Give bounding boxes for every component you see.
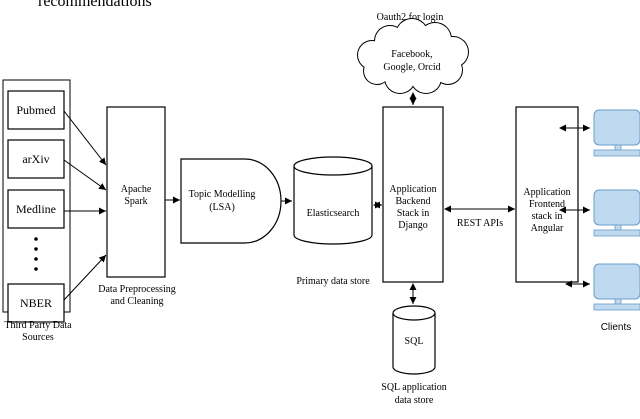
rest-label: REST APIs [457,218,503,229]
spark-label-line2: Spark [124,196,147,207]
frontend-line3: stack in [532,211,563,222]
frontend-line4: Angular [531,223,564,234]
source-arrows [63,110,107,301]
source-label-pubmed: Pubmed [16,103,55,117]
source-box-pubmed [7,90,65,130]
backend-line4: Django [398,220,427,231]
sources-caption-line1: Third Party Data [4,320,72,331]
spark-caption-line2: and Cleaning [110,296,163,307]
spark-box [106,106,166,278]
backend-line2: Backend [396,196,431,207]
elasticsearch-cylinder [293,156,373,245]
sql-label: SQL [405,336,424,347]
client-monitor-icon [593,109,640,157]
sql-caption-line2: data store [395,395,434,406]
client-monitor-icon [593,263,640,311]
frontend-line2: Frontend [529,199,565,210]
source-label-medline: Medline [16,202,56,216]
oauth-line1: Facebook, [391,49,432,60]
source-box-arxiv [7,139,65,179]
client-monitor-icon [593,189,640,237]
backend-line3: Stack in [397,208,430,219]
sources-caption-line2: Sources [22,332,54,343]
spark-label-line1: Apache [121,184,152,195]
backend-box [382,106,444,283]
ellipsis-dots [34,237,38,271]
topic-label-line2: (LSA) [209,202,235,213]
source-label-arxiv: arXiv [22,152,49,166]
frontend-line1: Application [523,187,570,198]
oauth-cloud [357,18,469,94]
clients-label: Clients [601,322,632,333]
client-arrows [559,124,590,288]
oauth-caption: Oauth2 for login [377,12,444,23]
sql-cylinder [392,305,436,375]
source-box-medline [7,189,65,229]
backend-line1: Application [389,184,436,195]
frontend-box [515,106,579,283]
topic-label-line1: Topic Modelling [189,189,256,200]
spark-caption-line1: Data Preprocessing [98,284,175,295]
sql-caption-line1: SQL application [381,382,446,393]
topic-modelling-shape [180,158,282,244]
elasticsearch-caption: Primary data store [296,276,370,287]
source-box-nber [7,283,65,323]
title-fragment: recommendations [38,0,152,10]
elasticsearch-label: Elasticsearch [307,208,360,219]
oauth-line2: Google, Orcid [383,62,440,73]
source-label-nber: NBER [20,296,52,310]
